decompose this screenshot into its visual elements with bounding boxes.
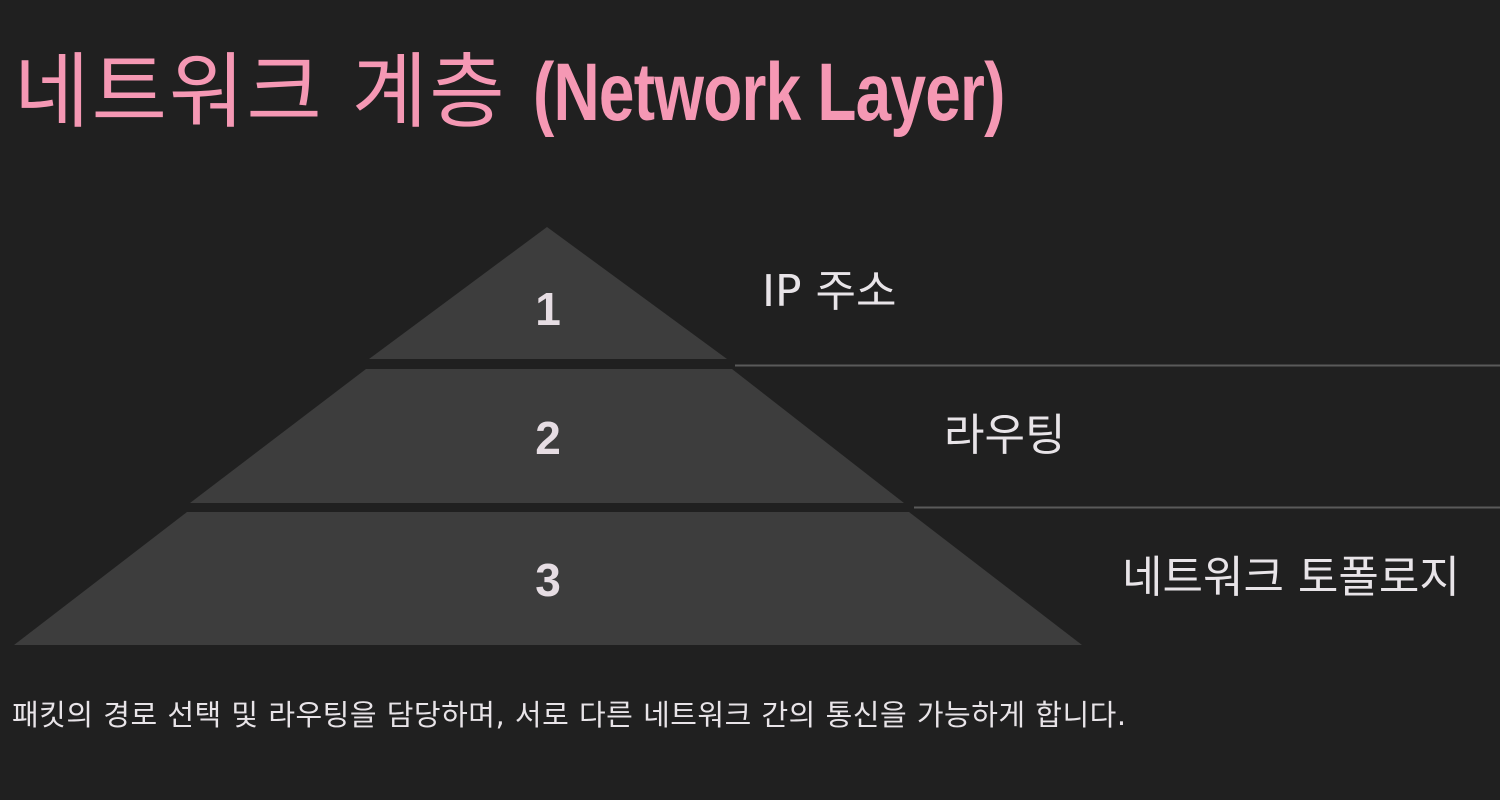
- page-title: 네트워크 계층 (Network Layer): [14, 38, 1138, 148]
- tier-number-3: 3: [535, 554, 561, 606]
- tier-label-ip-address: IP 주소: [762, 266, 897, 317]
- tier-number-1: 1: [535, 283, 561, 335]
- tier-number-2: 2: [535, 412, 561, 464]
- pyramid-tier-1: [369, 227, 727, 359]
- pyramid-tier-3: [14, 512, 1082, 645]
- pyramid-tier-2: [190, 369, 904, 503]
- description-text: 패킷의 경로 선택 및 라우팅을 담당하며, 서로 다른 네트워크 간의 통신을…: [12, 698, 1127, 732]
- tier-label-routing: 라우팅: [944, 410, 1066, 461]
- title-korean: 네트워크 계층: [14, 45, 507, 140]
- tier-label-network-topology: 네트워크 토폴로지: [1122, 552, 1460, 603]
- title-english: (Network Layer): [532, 47, 1005, 138]
